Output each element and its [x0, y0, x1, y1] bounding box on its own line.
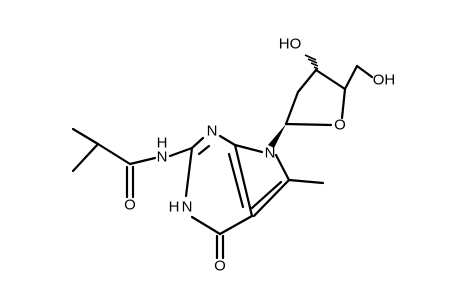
bond-c7a-n7	[233, 143, 264, 154]
bond-c6-c5-inner	[250, 180, 283, 210]
atom-n-pyrimidine-top: N	[207, 123, 218, 140]
bond-carbonyl-nh	[128, 156, 157, 166]
bond-n3-c4	[190, 215, 222, 236]
bond-c2-n1-inner	[197, 144, 211, 156]
bond-methyl-top	[71, 127, 100, 146]
bond-lines	[71, 64, 374, 260]
atom-oh-terminal: OH	[373, 72, 396, 89]
bond-c3p-c4p	[314, 68, 347, 91]
bond-c4-c4a	[218, 214, 254, 236]
bond-ch-carbonyl	[96, 142, 132, 166]
atom-h-pyrimidine-lower: H	[169, 199, 180, 216]
bond-c2p-c3p	[296, 68, 318, 94]
bond-c4a-c7a	[233, 143, 254, 218]
bond-o-c1p	[284, 122, 333, 127]
bond-nh-c2	[168, 146, 194, 158]
bond-n1-c7a	[218, 134, 237, 147]
atom-n-glycosidic: N	[265, 145, 276, 162]
bond-n7-c6	[274, 153, 291, 182]
atom-o-amide: O	[124, 197, 136, 214]
atom-n-amide: N	[157, 149, 168, 166]
stereo-bonds	[268, 54, 319, 148]
bond-c6-c5	[252, 178, 291, 218]
bond-c4p-o	[340, 87, 347, 120]
atom-ho-sugar: HO	[279, 36, 302, 53]
bond-c4a-c7a-inner	[227, 152, 245, 209]
bond-methyl-bottom	[71, 142, 100, 173]
bond-c6-methyl	[287, 178, 325, 185]
atom-n-pyrimidine-lower: N	[182, 199, 193, 216]
bond-c4p-c5p	[343, 64, 359, 91]
atom-o-ring: O	[334, 117, 346, 134]
atom-labels: HO OH O N H O N N N H O	[124, 36, 395, 275]
bond-c1p-c2p	[284, 90, 300, 126]
bond-c5p-oh	[355, 64, 374, 79]
bond-c2-n3	[184, 146, 194, 198]
atom-h-amide: H	[157, 135, 168, 152]
bond-c2-n1	[190, 136, 205, 150]
wedge-bond-glycosidic	[268, 124, 286, 148]
hashed-bond-hydroxyl	[304, 54, 319, 70]
atom-o-carbonyl: O	[214, 258, 226, 275]
